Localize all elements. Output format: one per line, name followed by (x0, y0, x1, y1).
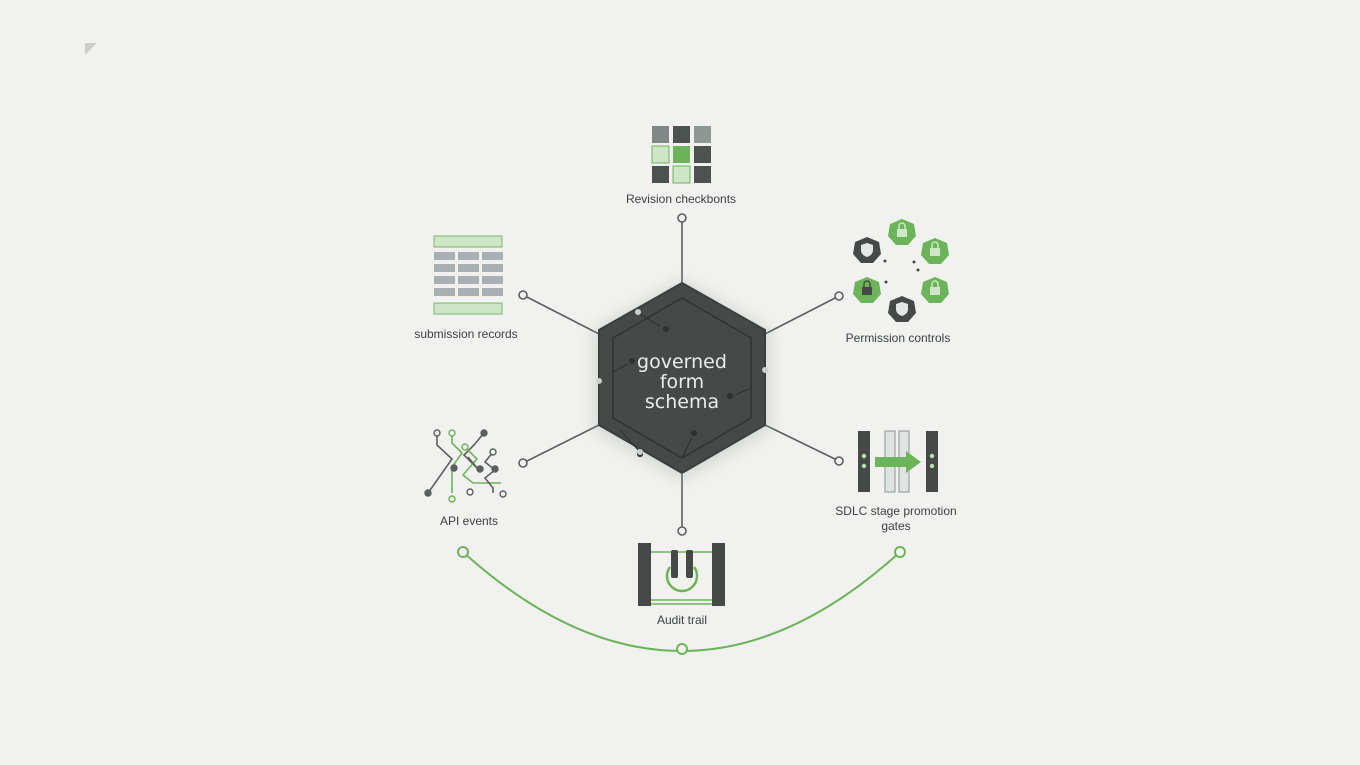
branch-nodes (424, 429, 507, 503)
revision-checkpoints-label: Revision checkbonts (625, 192, 737, 206)
center-hexagon (594, 280, 770, 480)
gates-icon (858, 430, 938, 493)
audit-icon (638, 543, 725, 606)
sdlc-gates-label: SDLC stage promotion gates (816, 504, 976, 534)
sdlc-gates-label-line-1: SDLC stage promotion (835, 504, 957, 518)
api-events-label: API events (439, 514, 499, 528)
arc-left-dot (457, 546, 469, 558)
grid-icon (651, 126, 711, 184)
sdlc-gates-label-line-2: gates (881, 519, 911, 533)
center-title-line-2: form (659, 371, 705, 393)
center-title: governed form schema (592, 352, 772, 412)
center-title-line-3: schema (644, 391, 720, 413)
arc-right-dot (894, 546, 906, 558)
connector-end-dots (518, 213, 844, 536)
connector-lines (522, 218, 840, 531)
audit-trail-label: Audit trail (656, 613, 708, 627)
permission-controls-label: Permission controls (845, 331, 951, 345)
corner-mark (85, 43, 97, 55)
table-icon (433, 235, 503, 315)
branch-icon (427, 432, 501, 494)
bottom-arc (462, 551, 901, 652)
permission-icons (853, 219, 949, 322)
center-title-line-1: governed (637, 351, 727, 373)
submission-records-label: submission records (414, 327, 518, 341)
arc-bottom-dot (676, 643, 688, 655)
